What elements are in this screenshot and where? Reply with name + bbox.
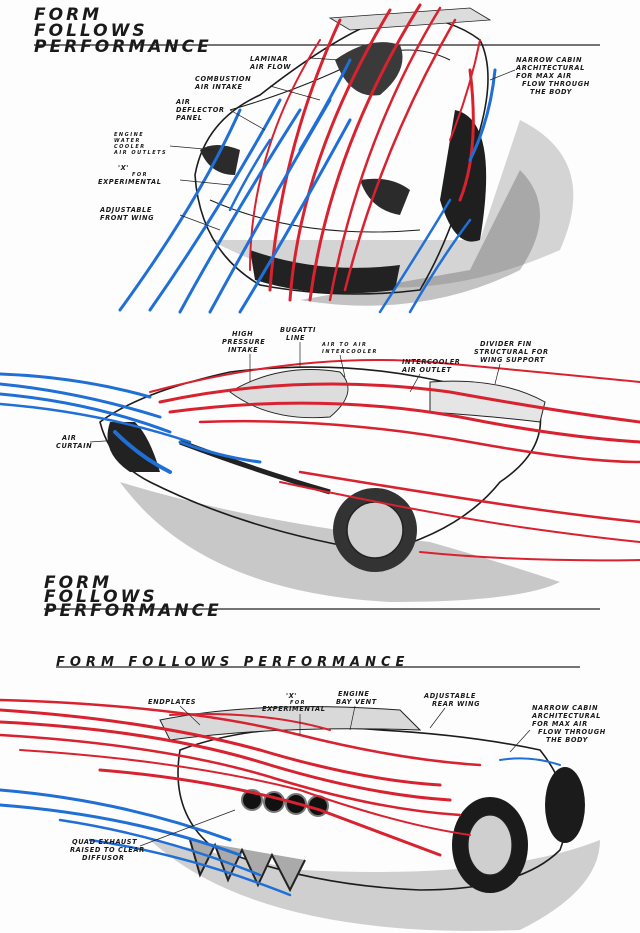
side-cockpit bbox=[229, 369, 349, 419]
front-view-panel: Form Follows Performance bbox=[0, 0, 640, 318]
label-bugatti-1: Bugatti bbox=[280, 326, 316, 334]
label-divider-1: Divider fin bbox=[480, 340, 532, 348]
front-leader-lines bbox=[169, 57, 516, 231]
label-laminar-2: air flow bbox=[249, 63, 291, 71]
label-engine-bay-1: Engine bbox=[338, 690, 370, 698]
side-airflow-blue bbox=[0, 372, 262, 474]
label-cabin-2: architectural bbox=[515, 64, 585, 72]
label-x-3: experimental bbox=[98, 178, 162, 186]
rear-rim-right bbox=[467, 814, 513, 876]
label-rear-x-3: experimental bbox=[262, 705, 326, 713]
label-air-curtain-2: curtain bbox=[56, 442, 92, 450]
label-rear-cabin-2: architectural bbox=[531, 712, 601, 720]
side-airflow-red bbox=[149, 359, 640, 562]
label-deflector-3: panel bbox=[176, 114, 203, 122]
front-wheel-right bbox=[440, 110, 487, 242]
side-rear-rim bbox=[346, 501, 404, 559]
label-deflector-1: Air bbox=[175, 98, 190, 106]
rear-leader-lines bbox=[139, 705, 531, 847]
rear-airflow-blue bbox=[0, 757, 561, 897]
label-high-pressure-1: High bbox=[232, 330, 253, 338]
front-title-line-1: Form bbox=[34, 5, 102, 25]
label-x-2: for bbox=[132, 172, 148, 178]
label-x-1: 'X' bbox=[118, 164, 129, 172]
label-rear-wing-1: Adjustable bbox=[423, 692, 476, 700]
label-air-to-air-1: Air to air bbox=[321, 342, 367, 348]
label-divider-3: wing support bbox=[480, 356, 545, 364]
label-engine-cooler-4: air outlets bbox=[113, 150, 167, 156]
label-engine-cooler-1: Engine bbox=[114, 132, 144, 138]
label-rear-cabin-1: Narrow cabin bbox=[532, 704, 598, 712]
label-rear-x-2: for bbox=[290, 700, 306, 706]
rear-airflow-red bbox=[0, 698, 482, 857]
front-headlight-right bbox=[360, 178, 410, 215]
label-divider-2: structural for bbox=[474, 348, 549, 356]
rear-car-body bbox=[159, 706, 585, 893]
front-title-line-2: Follows bbox=[34, 21, 148, 41]
label-exhaust-2: raised to clear bbox=[70, 846, 145, 854]
label-cabin-1: Narrow cabin bbox=[516, 56, 582, 64]
label-rear-cabin-5: the body bbox=[546, 736, 589, 744]
side-view-panel: High pressure intake Bugatti line Air to… bbox=[0, 322, 640, 622]
side-rear-wing bbox=[429, 380, 546, 423]
front-headlight-left bbox=[200, 145, 240, 175]
label-high-pressure-2: pressure bbox=[222, 338, 265, 346]
label-front-wing-2: front wing bbox=[100, 214, 154, 222]
label-air-curtain-1: Air bbox=[61, 434, 76, 442]
front-airflow-blue bbox=[118, 58, 497, 314]
label-front-wing-1: Adjustable bbox=[99, 206, 152, 214]
label-high-pressure-3: intake bbox=[228, 346, 258, 354]
label-rear-x-1: 'X' bbox=[286, 692, 297, 700]
side-title-line-1: Form bbox=[44, 573, 112, 593]
label-rear-wing-2: rear wing bbox=[432, 700, 480, 708]
label-exhaust-3: diffusor bbox=[82, 854, 125, 862]
label-bugatti-2: line bbox=[286, 334, 305, 342]
label-cabin-5: the body bbox=[530, 88, 573, 96]
front-car-shadow bbox=[210, 120, 574, 288]
label-rear-cabin-4: flow through bbox=[538, 728, 606, 736]
side-title-line-3: Performance bbox=[44, 601, 222, 621]
front-wheel-far bbox=[545, 767, 585, 843]
label-engine-cooler-2: water bbox=[114, 138, 141, 144]
label-combustion-2: air intake bbox=[194, 83, 243, 91]
label-deflector-2: Deflector bbox=[176, 106, 225, 114]
label-engine-cooler-3: cooler bbox=[114, 144, 146, 150]
rear-title: Form Follows Performance bbox=[56, 655, 409, 670]
label-rear-cabin-3: for max air bbox=[532, 720, 588, 728]
label-endplates: Endplates bbox=[148, 698, 196, 706]
label-laminar-1: Laminar bbox=[250, 55, 288, 63]
label-cabin-4: flow through bbox=[522, 80, 590, 88]
label-cabin-3: for max air bbox=[516, 72, 572, 80]
front-title-line-3: Performance bbox=[34, 37, 212, 57]
rear-view-panel: Form Follows Performance bbox=[0, 640, 640, 933]
front-car-shadow-dark bbox=[300, 170, 540, 306]
label-engine-bay-2: bay vent bbox=[336, 698, 377, 706]
label-intercooler-2: air outlet bbox=[401, 366, 452, 374]
side-leader-lines bbox=[89, 342, 501, 443]
label-exhaust-1: Quad exhaust bbox=[72, 838, 137, 846]
front-splitter bbox=[250, 250, 400, 294]
label-intercooler-1: Intercooler bbox=[402, 358, 460, 366]
front-car-body bbox=[194, 7, 492, 295]
side-title-line-2: Follows bbox=[44, 587, 158, 607]
label-combustion-1: Combustion bbox=[195, 75, 251, 83]
label-air-to-air-2: intercooler bbox=[322, 349, 378, 355]
